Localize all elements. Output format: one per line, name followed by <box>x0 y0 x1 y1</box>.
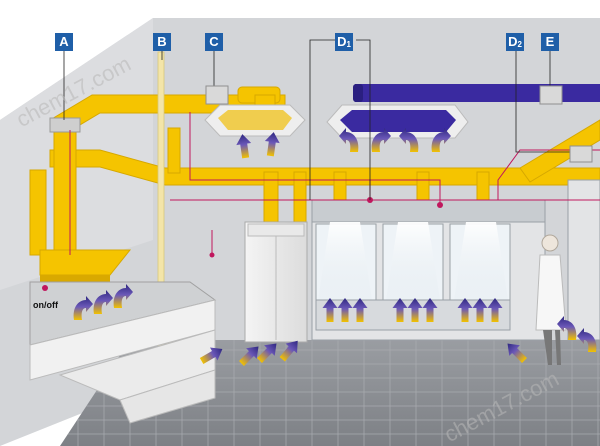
exhaust-grille-d1 <box>326 104 469 139</box>
supply-grille-c <box>204 104 306 137</box>
on-off-switch-label[interactable]: on/off <box>33 300 58 310</box>
side-cupboard <box>567 179 600 341</box>
lab-bench <box>29 281 217 424</box>
fan-motor-icon <box>539 85 563 105</box>
fan-motor-icon <box>205 85 229 105</box>
label-a: A <box>55 33 73 51</box>
valve-icon <box>437 202 443 208</box>
label-b: B <box>153 33 171 51</box>
label-d1: D1 <box>335 33 353 51</box>
fan-motor-icon <box>49 117 81 133</box>
valve-icon <box>209 252 215 258</box>
lab-technician <box>535 234 567 365</box>
label-c: C <box>205 33 223 51</box>
exhaust-column-a <box>53 119 77 251</box>
fan-motor-icon <box>569 145 593 163</box>
blue-duct <box>353 84 600 102</box>
storage-cabinet <box>244 221 308 343</box>
switch-indicator-icon <box>42 285 48 291</box>
label-e: E <box>541 33 559 51</box>
label-d2: D2 <box>506 33 524 51</box>
label-leaders <box>63 39 580 200</box>
